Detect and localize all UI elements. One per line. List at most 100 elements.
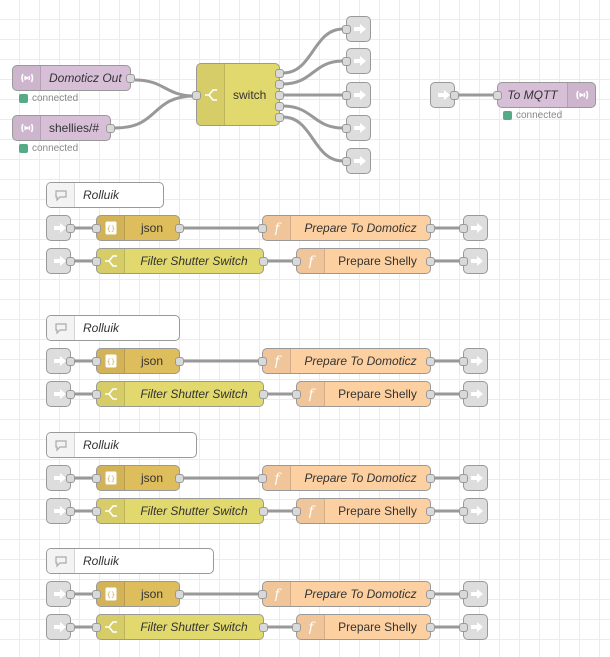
output-port[interactable] bbox=[275, 113, 284, 122]
output-port[interactable] bbox=[259, 507, 268, 516]
output-port[interactable] bbox=[259, 623, 268, 632]
input-port[interactable] bbox=[459, 357, 468, 366]
input-port[interactable] bbox=[342, 25, 351, 34]
json-node[interactable]: {}json bbox=[92, 465, 184, 491]
filter-shutter-switch-node[interactable]: Filter Shutter Switch bbox=[92, 498, 268, 524]
link-out-node[interactable] bbox=[342, 148, 371, 174]
output-port[interactable] bbox=[66, 590, 75, 599]
output-port[interactable] bbox=[175, 224, 184, 233]
json-node[interactable]: {}json bbox=[92, 348, 184, 374]
output-port[interactable] bbox=[275, 80, 284, 89]
link-out-node[interactable] bbox=[459, 581, 488, 607]
link-in-node[interactable] bbox=[46, 248, 75, 274]
comment-node[interactable]: Rolluik bbox=[46, 315, 180, 341]
input-port[interactable] bbox=[92, 257, 101, 266]
input-port[interactable] bbox=[342, 57, 351, 66]
input-port[interactable] bbox=[459, 590, 468, 599]
link-in-node[interactable] bbox=[46, 581, 75, 607]
input-port[interactable] bbox=[292, 257, 301, 266]
output-port[interactable] bbox=[175, 590, 184, 599]
input-port[interactable] bbox=[92, 590, 101, 599]
filter-shutter-switch-node[interactable]: Filter Shutter Switch bbox=[92, 381, 268, 407]
output-port[interactable] bbox=[426, 590, 435, 599]
output-port[interactable] bbox=[66, 474, 75, 483]
output-port[interactable] bbox=[426, 224, 435, 233]
input-port[interactable] bbox=[459, 474, 468, 483]
output-port[interactable] bbox=[106, 124, 115, 133]
input-port[interactable] bbox=[92, 474, 101, 483]
input-port[interactable] bbox=[342, 91, 351, 100]
output-port[interactable] bbox=[66, 507, 75, 516]
link-in-node[interactable] bbox=[46, 215, 75, 241]
link-out-node[interactable] bbox=[459, 465, 488, 491]
input-port[interactable] bbox=[92, 224, 101, 233]
output-port[interactable] bbox=[66, 357, 75, 366]
input-port[interactable] bbox=[92, 357, 101, 366]
output-port[interactable] bbox=[426, 357, 435, 366]
input-port[interactable] bbox=[459, 623, 468, 632]
link-out-node[interactable] bbox=[459, 614, 488, 640]
output-port[interactable] bbox=[66, 390, 75, 399]
output-port[interactable] bbox=[275, 69, 284, 78]
input-port[interactable] bbox=[92, 390, 101, 399]
link-in-node[interactable] bbox=[46, 614, 75, 640]
output-port[interactable] bbox=[275, 91, 284, 100]
switch-node[interactable]: switch bbox=[192, 63, 284, 126]
input-port[interactable] bbox=[459, 390, 468, 399]
output-port[interactable] bbox=[426, 474, 435, 483]
input-port[interactable] bbox=[459, 507, 468, 516]
link-in-node[interactable] bbox=[46, 348, 75, 374]
link-in-node[interactable] bbox=[46, 465, 75, 491]
json-node[interactable]: {}json bbox=[92, 215, 184, 241]
domoticz-out-node[interactable]: Domoticz Out bbox=[12, 65, 135, 91]
output-port[interactable] bbox=[426, 390, 435, 399]
output-port[interactable] bbox=[259, 390, 268, 399]
input-port[interactable] bbox=[493, 91, 502, 100]
input-port[interactable] bbox=[258, 357, 267, 366]
filter-shutter-switch-node[interactable]: Filter Shutter Switch bbox=[92, 614, 268, 640]
output-port[interactable] bbox=[126, 74, 135, 83]
link-in-node[interactable] bbox=[46, 498, 75, 524]
output-port[interactable] bbox=[66, 257, 75, 266]
link-out-node[interactable] bbox=[459, 215, 488, 241]
input-port[interactable] bbox=[459, 257, 468, 266]
output-port[interactable] bbox=[426, 623, 435, 632]
output-port[interactable] bbox=[426, 507, 435, 516]
input-port[interactable] bbox=[292, 507, 301, 516]
link-out-node[interactable] bbox=[459, 381, 488, 407]
json-node[interactable]: {}json bbox=[92, 581, 184, 607]
comment-node[interactable]: Rolluik bbox=[46, 548, 214, 574]
input-port[interactable] bbox=[92, 623, 101, 632]
link-in-node[interactable] bbox=[430, 82, 459, 108]
link-out-node[interactable] bbox=[342, 48, 371, 74]
input-port[interactable] bbox=[258, 224, 267, 233]
link-out-node[interactable] bbox=[459, 248, 488, 274]
input-port[interactable] bbox=[342, 157, 351, 166]
output-port[interactable] bbox=[426, 257, 435, 266]
output-port[interactable] bbox=[66, 623, 75, 632]
output-port[interactable] bbox=[450, 91, 459, 100]
input-port[interactable] bbox=[292, 623, 301, 632]
output-port[interactable] bbox=[259, 257, 268, 266]
comment-node[interactable]: Rolluik bbox=[46, 432, 197, 458]
input-port[interactable] bbox=[92, 507, 101, 516]
link-out-node[interactable] bbox=[342, 82, 371, 108]
to-mqtt-node[interactable]: To MQTT bbox=[493, 82, 596, 108]
link-out-node[interactable] bbox=[342, 115, 371, 141]
link-in-node[interactable] bbox=[46, 381, 75, 407]
input-port[interactable] bbox=[292, 390, 301, 399]
output-port[interactable] bbox=[175, 357, 184, 366]
link-out-node[interactable] bbox=[342, 16, 371, 42]
filter-shutter-switch-node[interactable]: Filter Shutter Switch bbox=[92, 248, 268, 274]
input-port[interactable] bbox=[342, 124, 351, 133]
input-port[interactable] bbox=[192, 91, 201, 100]
link-out-node[interactable] bbox=[459, 498, 488, 524]
